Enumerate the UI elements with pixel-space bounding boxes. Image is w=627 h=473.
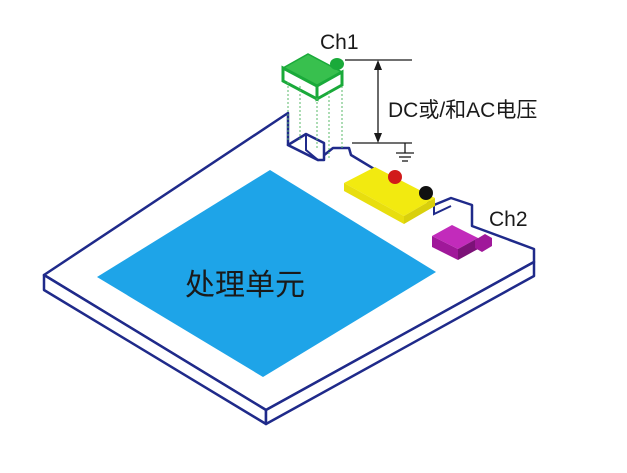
ch2-probe-tip bbox=[475, 234, 492, 252]
ch1-slot-wall bbox=[305, 134, 319, 161]
processing-unit-label: 处理单元 bbox=[185, 269, 305, 302]
ch1-probe-knob bbox=[330, 58, 344, 70]
ch2-probe-side bbox=[458, 238, 478, 260]
ch2-notch bbox=[433, 205, 452, 216]
ch1-probe-side bbox=[315, 69, 344, 102]
ch2-probe-front bbox=[432, 236, 458, 260]
board-right-side bbox=[264, 260, 536, 426]
ch1-label: Ch1 bbox=[320, 31, 359, 54]
voltage-dimension bbox=[345, 59, 412, 144]
terminal-red-dot bbox=[388, 170, 402, 184]
voltage-arrow-down bbox=[374, 133, 382, 143]
ch1-guide-lines bbox=[287, 82, 343, 158]
voltage-arrow-up bbox=[374, 60, 382, 70]
ch2-probe-top bbox=[432, 225, 478, 249]
connector-block-front bbox=[344, 183, 404, 224]
connector-block bbox=[344, 167, 435, 216]
connector-block-side bbox=[404, 198, 435, 224]
ground-icon bbox=[396, 143, 414, 162]
ch2-label: Ch2 bbox=[489, 208, 528, 231]
terminal-black-dot bbox=[419, 186, 433, 200]
voltage-label: DC或/和AC电压 bbox=[388, 99, 538, 122]
processing-unit-tile bbox=[97, 170, 436, 377]
